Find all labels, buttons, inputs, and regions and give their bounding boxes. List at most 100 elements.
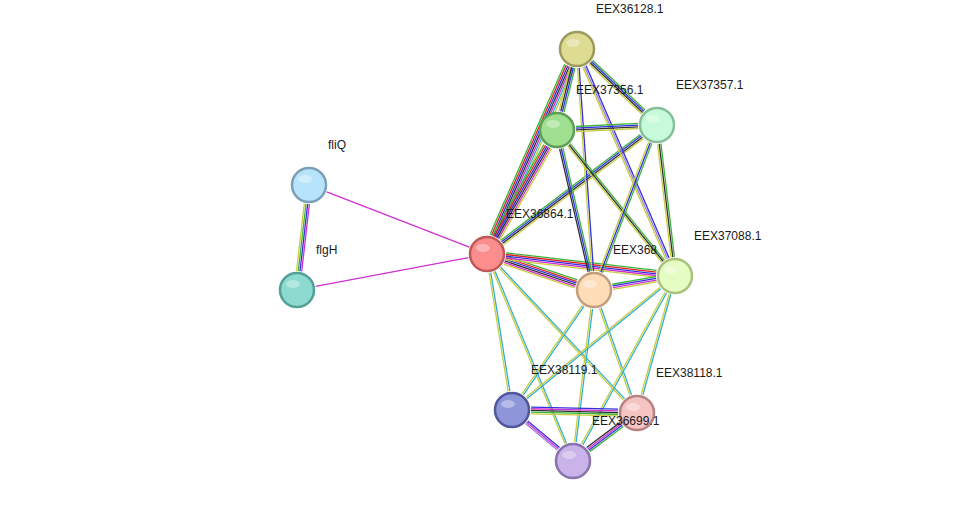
node-disc xyxy=(470,237,504,271)
node-disc xyxy=(577,273,611,307)
evidence-line xyxy=(589,425,623,450)
evidence-line xyxy=(528,421,560,448)
node-circle xyxy=(468,235,506,273)
evidence-line xyxy=(496,146,547,237)
node-disc xyxy=(556,444,590,478)
node-circle xyxy=(538,111,576,149)
evidence-line xyxy=(613,282,657,290)
evidence-line xyxy=(559,67,570,111)
evidence-line xyxy=(613,278,657,286)
interaction-edge xyxy=(525,421,559,450)
evidence-line xyxy=(659,144,673,257)
evidence-line xyxy=(506,256,656,274)
evidence-line xyxy=(568,146,662,262)
node-shine xyxy=(583,280,597,288)
evidence-line xyxy=(494,145,545,236)
interaction-edge xyxy=(297,204,310,272)
interaction-edge xyxy=(327,192,470,247)
protein-node: EEX37088.1 xyxy=(656,257,694,295)
evidence-line xyxy=(613,280,657,288)
node-circle xyxy=(290,166,328,204)
interaction-edge xyxy=(559,67,575,112)
evidence-line xyxy=(522,305,583,394)
evidence-line xyxy=(569,145,663,261)
evidence-line xyxy=(327,192,470,247)
evidence-line xyxy=(506,255,656,273)
protein-node: EEX36699.1 xyxy=(554,442,592,480)
protein-label: EEX36128.1 xyxy=(596,2,663,16)
node-shine xyxy=(646,115,660,123)
protein-label: EEX38119.1 xyxy=(531,363,598,377)
node-shine xyxy=(664,266,678,274)
evidence-line xyxy=(590,426,624,451)
evidence-line xyxy=(494,272,565,444)
protein-node: EEX368 xyxy=(575,271,613,309)
node-shine xyxy=(566,39,580,47)
node-circle xyxy=(554,442,592,480)
node-shine xyxy=(286,280,300,288)
interaction-edge xyxy=(493,144,552,239)
node-disc xyxy=(658,259,692,293)
evidence-line xyxy=(491,273,510,391)
node-disc xyxy=(540,113,574,147)
evidence-line xyxy=(570,144,664,260)
node-circle xyxy=(558,30,596,68)
node-disc xyxy=(640,108,674,142)
interaction-edge xyxy=(612,277,656,290)
node-disc xyxy=(560,32,594,66)
protein-label: EEX38118.1 xyxy=(656,366,723,380)
protein-label: EEX36699.1 xyxy=(592,414,659,428)
protein-label: EEX37088.1 xyxy=(694,229,761,243)
evidence-line xyxy=(298,204,306,271)
node-circle xyxy=(638,106,676,144)
evidence-line xyxy=(505,260,655,278)
interaction-edge xyxy=(489,273,510,392)
evidence-line xyxy=(489,273,508,391)
interaction-edge xyxy=(494,271,567,444)
protein-node: EEX36128.1 xyxy=(558,30,596,68)
node-circle xyxy=(656,257,694,295)
protein-node: EEX36864.1 xyxy=(468,235,506,273)
evidence-line xyxy=(561,67,572,111)
node-circle xyxy=(278,271,316,309)
node-shine xyxy=(501,400,515,408)
protein-label: EEX37357.1 xyxy=(676,78,743,92)
interaction-edge xyxy=(522,305,584,395)
evidence-line xyxy=(493,144,544,235)
evidence-line xyxy=(495,271,566,443)
protein-node: EEX37357.1 xyxy=(638,106,676,144)
protein-label: EEX37356.1 xyxy=(576,83,643,97)
evidence-line xyxy=(297,204,305,271)
protein-label: fliQ xyxy=(328,138,346,152)
node-circle xyxy=(493,391,531,429)
node-shine xyxy=(476,244,490,252)
protein-node: EEX37356.1 xyxy=(538,111,576,149)
node-shine xyxy=(298,175,312,183)
protein-label: EEX368 xyxy=(613,243,657,257)
node-shine xyxy=(546,120,560,128)
interaction-edge xyxy=(568,144,665,263)
protein-node: fliQ xyxy=(290,166,328,204)
protein-label: EEX36864.1 xyxy=(506,207,573,221)
evidence-line xyxy=(527,422,559,449)
evidence-line xyxy=(525,423,557,450)
protein-label: flgH xyxy=(316,243,337,257)
evidence-line xyxy=(658,144,672,257)
node-shine xyxy=(626,403,640,411)
interaction-edge xyxy=(576,123,638,131)
evidence-line xyxy=(661,144,675,257)
evidence-line xyxy=(300,204,308,271)
evidence-line xyxy=(523,306,584,395)
evidence-line xyxy=(316,258,469,287)
evidence-line xyxy=(498,68,573,238)
interaction-edge xyxy=(316,258,469,287)
protein-node: EEX38119.1 xyxy=(493,391,531,429)
node-disc xyxy=(280,273,314,307)
interaction-edge xyxy=(658,144,675,258)
evidence-line xyxy=(506,258,656,276)
node-disc xyxy=(292,168,326,202)
node-circle xyxy=(575,271,613,309)
node-disc xyxy=(495,393,529,427)
